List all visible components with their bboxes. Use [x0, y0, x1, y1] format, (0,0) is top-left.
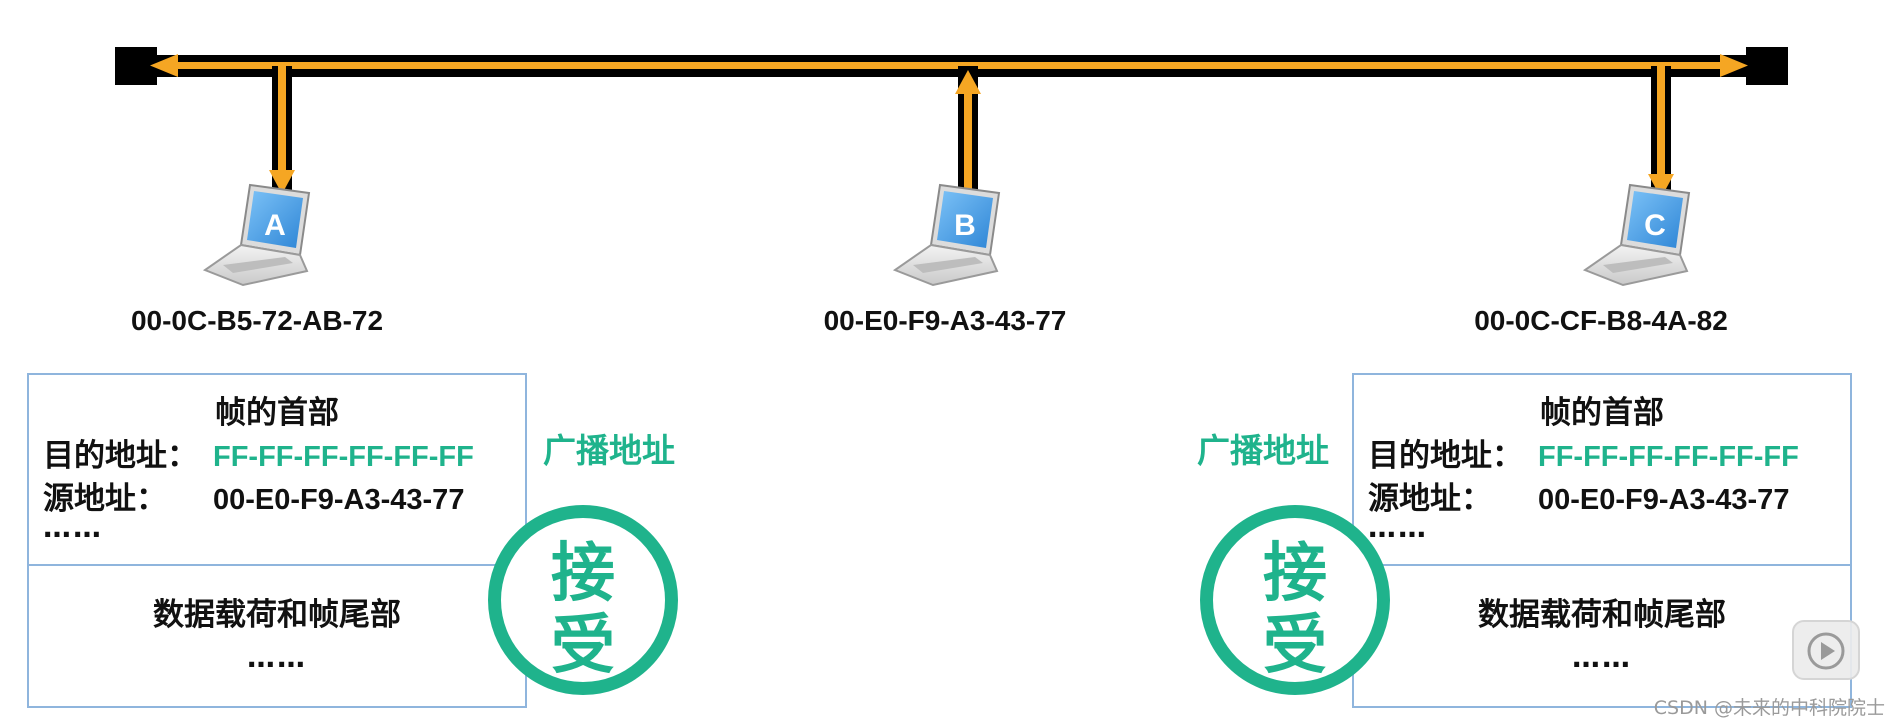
broadcast-address-tag-right: 广播地址	[1197, 431, 1329, 470]
frame-header-title: 帧的首部	[215, 395, 339, 431]
frame-header-title: 帧的首部	[1540, 395, 1664, 431]
accept-char-top: 接	[551, 537, 615, 611]
header-ellipsis: ……	[1368, 511, 1428, 544]
src-address-label: 源地址：	[43, 481, 167, 517]
play-icon[interactable]	[1792, 620, 1860, 680]
payload-title: 数据载荷和帧尾部	[1478, 597, 1726, 633]
bus-terminator-left	[115, 47, 157, 85]
frame-box-left: 帧的首部 目的地址： FF-FF-FF-FF-FF-FF 源地址： 00-E0-F9…	[27, 373, 527, 708]
mac-address-a: 00-0C-B5-72-AB-72	[130, 305, 384, 336]
laptop-icon: C	[1582, 183, 1691, 287]
laptop-icon: B	[892, 183, 1001, 287]
dest-address-label: 目的地址：	[1368, 438, 1523, 474]
accept-char-bottom: 受	[551, 609, 615, 683]
dest-address-value: FF-FF-FF-FF-FF-FF	[1538, 441, 1799, 473]
watermark: CSDN @未来的中科院院士	[1653, 697, 1885, 719]
accept-badge-right: 接 受	[1200, 505, 1390, 695]
signal-arrow-bus	[150, 54, 1748, 77]
dest-address-row: 目的地址： FF-FF-FF-FF-FF-FF	[43, 430, 474, 475]
frame-box-right: 帧的首部 目的地址： FF-FF-FF-FF-FF-FF 源地址： 00-E0-F9…	[1352, 373, 1852, 708]
signal-arrow-to-a	[269, 66, 295, 194]
frame-header: 帧的首部 目的地址： FF-FF-FF-FF-FF-FF 源地址： 00-E0-F9…	[29, 375, 525, 566]
laptop-label-b: B	[954, 209, 976, 242]
accept-char-top: 接	[1263, 537, 1327, 611]
payload-ellipsis: ……	[1572, 641, 1632, 674]
dest-address-row: 目的地址： FF-FF-FF-FF-FF-FF	[1368, 430, 1799, 475]
src-address-label: 源地址：	[1368, 481, 1492, 517]
laptop-label-a: A	[264, 209, 286, 242]
src-address-value: 00-E0-F9-A3-43-77	[213, 484, 465, 516]
payload-ellipsis: ……	[247, 641, 307, 674]
payload-title: 数据载荷和帧尾部	[153, 597, 401, 633]
bus-terminator-right	[1746, 47, 1788, 85]
mac-address-b: 00-E0-F9-A3-43-77	[823, 305, 1067, 336]
src-address-row: 源地址： 00-E0-F9-A3-43-77	[43, 473, 464, 518]
accept-char-bottom: 受	[1263, 609, 1327, 683]
mac-address-c: 00-0C-CF-B8-4A-82	[1474, 305, 1728, 336]
frame-header: 帧的首部 目的地址： FF-FF-FF-FF-FF-FF 源地址： 00-E0-F9…	[1354, 375, 1850, 566]
src-address-value: 00-E0-F9-A3-43-77	[1538, 484, 1790, 516]
accept-badge-left: 接 受	[488, 505, 678, 695]
dest-address-value: FF-FF-FF-FF-FF-FF	[213, 441, 474, 473]
broadcast-address-tag-left: 广播地址	[543, 431, 675, 470]
src-address-row: 源地址： 00-E0-F9-A3-43-77	[1368, 473, 1789, 518]
signal-arrow-from-b	[955, 66, 981, 204]
laptop-icon: A	[202, 183, 311, 287]
signal-arrow-to-c	[1648, 66, 1674, 198]
dest-address-label: 目的地址：	[43, 438, 198, 474]
header-ellipsis: ……	[43, 511, 103, 544]
laptop-label-c: C	[1644, 209, 1666, 242]
